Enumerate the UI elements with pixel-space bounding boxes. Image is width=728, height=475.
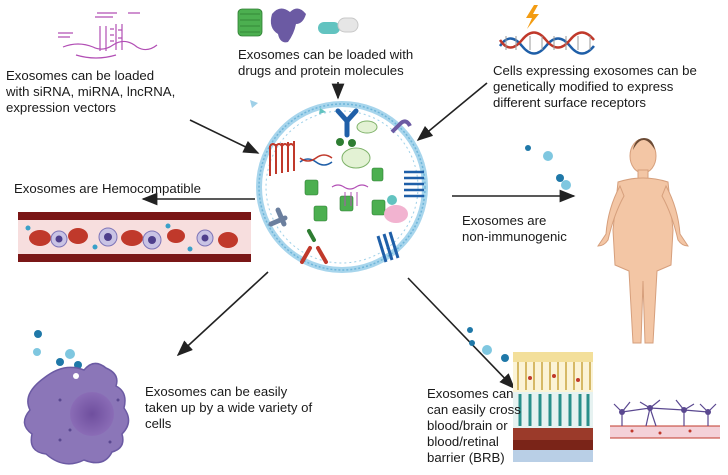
phagocyte-cell-icon bbox=[23, 362, 130, 465]
arrow-uptake bbox=[176, 271, 269, 357]
label-hemocompatible: Exosomes are Hemocompatible bbox=[14, 181, 201, 196]
label-cell-uptake: Exosomes can be easily taken up by a wid… bbox=[145, 384, 313, 431]
label-surface-receptors: Cells expressing exosomes can be genetic… bbox=[493, 63, 697, 110]
drug-protein-icon bbox=[237, 8, 359, 43]
dna-lightning-icon bbox=[498, 5, 595, 55]
arrow-brb bbox=[407, 277, 516, 390]
arrows bbox=[141, 82, 576, 390]
neuron-network-icon bbox=[610, 399, 720, 439]
particles-body bbox=[525, 145, 571, 190]
label-rna-loading: Exosomes can be loaded with siRNA, miRNA… bbox=[6, 68, 176, 115]
arrow-rna bbox=[189, 119, 260, 154]
retina-layers-icon bbox=[513, 352, 593, 462]
human-body-icon bbox=[597, 138, 689, 344]
label-non-immunogenic: Exosomes are non-immunogenic bbox=[462, 213, 567, 244]
particles-brb bbox=[467, 327, 509, 362]
blood-vessel-icon bbox=[18, 212, 251, 262]
exosome-icon bbox=[250, 100, 428, 273]
rna-strand-icon bbox=[58, 12, 158, 59]
arrow-receptors bbox=[416, 82, 488, 142]
label-drug-loading: Exosomes can be loaded with drugs and pr… bbox=[238, 47, 414, 78]
particles-cell bbox=[33, 330, 82, 369]
label-brb-crossing: Exosomes can can easily cross blood/brai… bbox=[427, 386, 521, 465]
